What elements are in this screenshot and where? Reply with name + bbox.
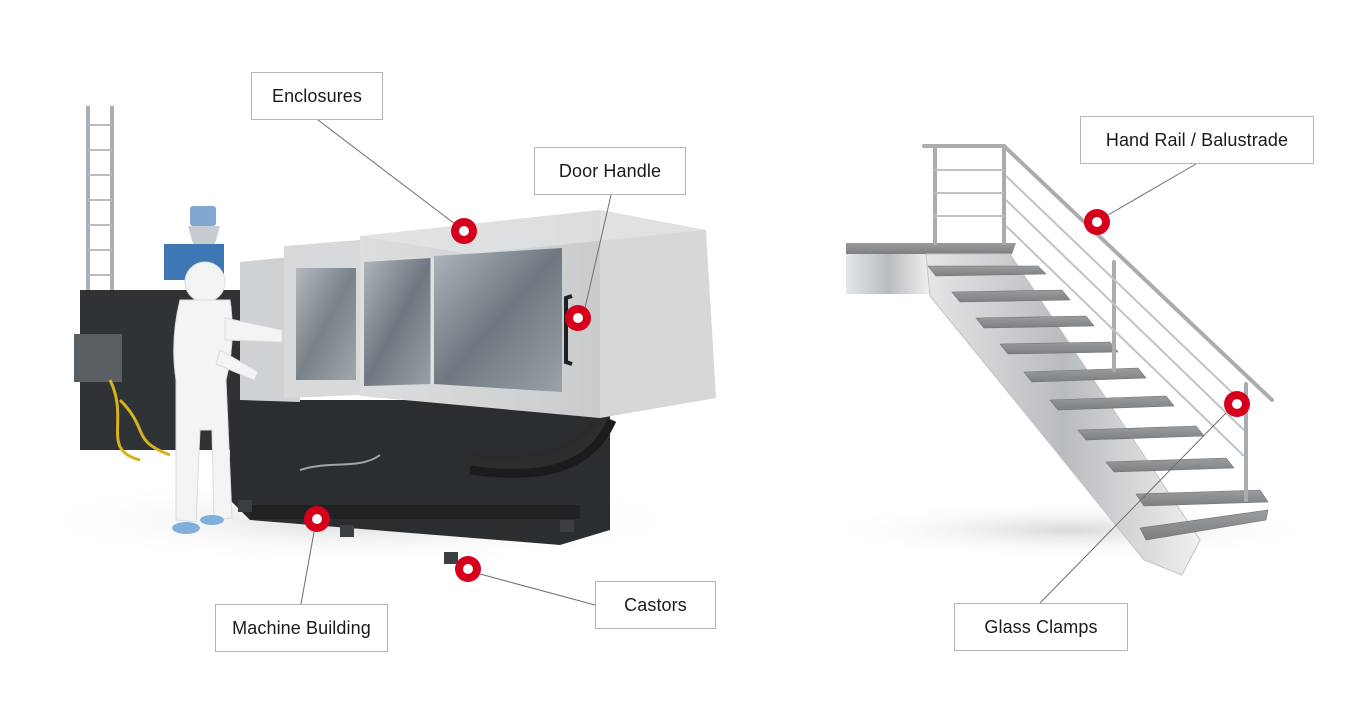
callout-label: Glass Clamps bbox=[984, 616, 1098, 637]
hotspot-marker-enclosures-icon[interactable] bbox=[451, 218, 477, 244]
callout-door-handle[interactable]: Door Handle bbox=[534, 147, 686, 195]
callout-label: Machine Building bbox=[232, 617, 371, 638]
callout-label: Castors bbox=[624, 594, 687, 615]
leader-lines bbox=[300, 119, 1227, 606]
callout-label: Door Handle bbox=[558, 160, 662, 181]
callout-enclosures[interactable]: Enclosures bbox=[251, 72, 383, 120]
callout-castors[interactable]: Castors bbox=[595, 581, 716, 629]
hotspot-marker-machine-building-icon[interactable] bbox=[304, 506, 330, 532]
injection-moulding-machine-illustration bbox=[30, 106, 716, 565]
hotspot-marker-castors-icon[interactable] bbox=[455, 556, 481, 582]
callout-machine-building[interactable]: Machine Building bbox=[215, 604, 388, 652]
callout-label: Hand Rail / Balustrade bbox=[1105, 129, 1289, 150]
hotspot-marker-hand-rail-icon[interactable] bbox=[1084, 209, 1110, 235]
hotspot-marker-glass-clamps-icon[interactable] bbox=[1224, 391, 1250, 417]
hotspot-marker-door-handle-icon[interactable] bbox=[565, 305, 591, 331]
staircase-illustration bbox=[820, 144, 1320, 576]
callout-label: Enclosures bbox=[271, 85, 363, 106]
callout-hand-rail-balustrade[interactable]: Hand Rail / Balustrade bbox=[1080, 116, 1314, 164]
callout-glass-clamps[interactable]: Glass Clamps bbox=[954, 603, 1128, 651]
